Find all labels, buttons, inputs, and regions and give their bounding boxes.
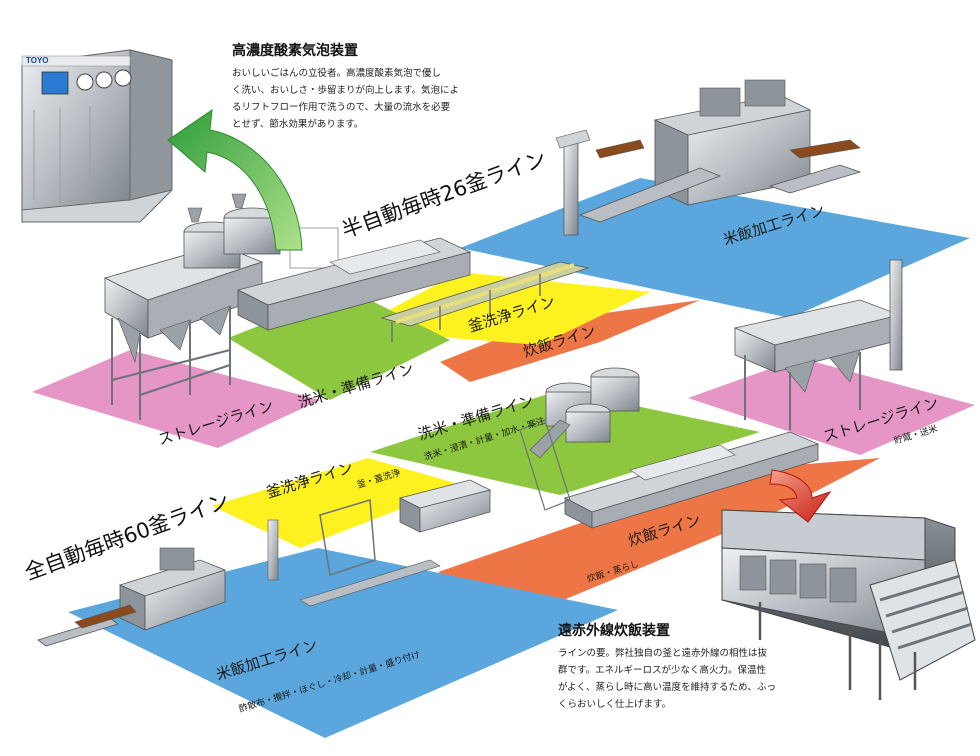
bottom-cooking-line xyxy=(563,431,820,529)
top-pot-wash-conveyor xyxy=(380,261,590,342)
ozone-device-title: 高濃度酸素気泡装置 xyxy=(232,43,358,59)
top-zone-pot-wash xyxy=(352,272,650,345)
ozone-device-image xyxy=(21,49,173,223)
ozone-line: とせず、節水効果があります。 xyxy=(232,119,364,130)
ozone-device-callout: 高濃度酸素気泡装置 おいしいごはんの立役者。高濃度酸素気泡で優し く洗い、おいし… xyxy=(232,40,472,133)
bottom-wash-tanks xyxy=(529,367,640,459)
infrared-line: ラインの要。弊社独自の釜と遠赤外線の相性は抜 xyxy=(558,648,768,659)
top-main-conveyor xyxy=(236,237,472,331)
top-bucket-elevator xyxy=(555,129,645,236)
infrared-line: がよく、蒸らし時に高い温度を維持するため、ふっ xyxy=(558,682,777,693)
infrared-line: くらおいしく仕上げます。 xyxy=(558,699,672,710)
bottom-storage-hoppers xyxy=(733,259,903,430)
machine-brand-logo: TOYO xyxy=(26,56,49,65)
infrared-cooker-description: ラインの要。弊社独自の釜と遠赤外線の相性は抜 群です。エネルギーロスが少なく高火… xyxy=(558,645,808,713)
bottom-zone-wash-prep xyxy=(370,390,760,495)
top-machinery xyxy=(103,79,862,420)
red-arrow xyxy=(769,469,832,523)
infrared-cooker-title: 遠赤外線炊飯装置 xyxy=(558,623,670,639)
ozone-line: るリフトフロー作用で洗うので、大量の流水を必要 xyxy=(232,102,451,113)
top-zone-storage xyxy=(32,350,320,448)
infrared-cooker-image xyxy=(721,509,976,700)
ozone-device-description: おいしいごはんの立役者。高濃度酸素気泡で優し く洗い、おいしさ・歩留まりが向上し… xyxy=(232,65,472,133)
infrared-line: 群です。エネルギーロスが少なく高火力。保温性 xyxy=(558,665,767,676)
bottom-pot-wash-unit xyxy=(319,419,571,576)
bottom-machinery xyxy=(37,259,903,647)
top-processing-machine xyxy=(578,79,862,223)
bottom-zone-storage xyxy=(688,358,975,455)
top-wash-tanks xyxy=(183,193,339,269)
ozone-line: おいしいごはんの立役者。高濃度酸素気泡で優し xyxy=(232,68,442,79)
ozone-line: く洗い、おいしさ・歩留まりが向上します。気泡によ xyxy=(232,85,460,96)
top-zone-cooking xyxy=(440,300,700,382)
bottom-zone-cooking xyxy=(438,458,880,618)
green-arrow xyxy=(167,108,303,251)
bottom-processing-machine xyxy=(37,519,441,647)
infrared-cooker-callout: 遠赤外線炊飯装置 ラインの要。弊社独自の釜と遠赤外線の相性は抜 群です。エネルギ… xyxy=(558,620,808,713)
